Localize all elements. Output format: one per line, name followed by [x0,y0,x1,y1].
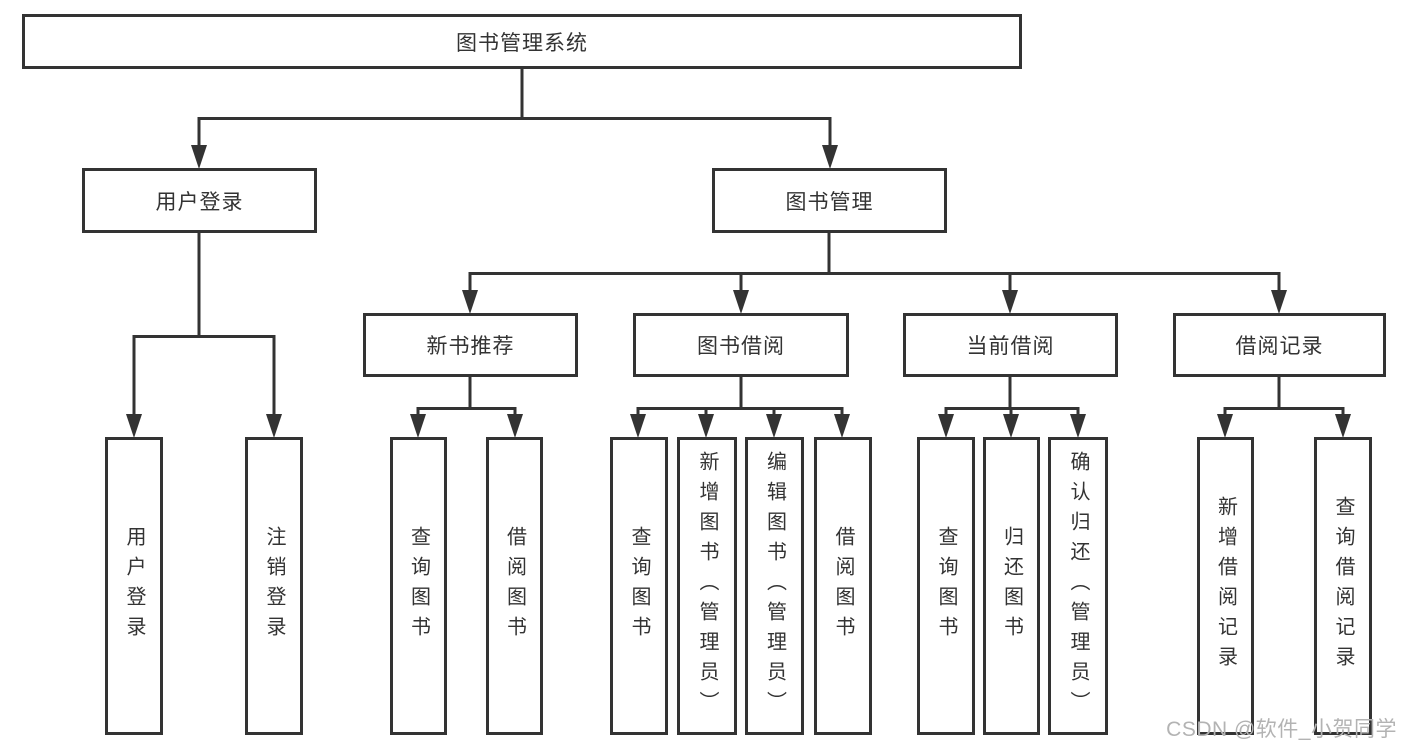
node-label: 查询借阅记录 [1332,496,1354,676]
arrowhead [1271,290,1287,314]
node-leaf-add-book-admin: 新增图书（管理员） [677,437,737,735]
node-label: 查询图书 [407,526,430,646]
node-leaf-query-book-recommend: 查询图书 [390,437,447,735]
arrowhead [733,290,749,314]
connector-book-management-to-level3 [468,233,1281,291]
connector-new-book-recommend-to-children [416,377,517,415]
node-label: 用户登录 [123,526,145,646]
node-label: 确认归还（管理员） [1067,451,1089,721]
arrowhead [266,414,282,438]
arrowhead [630,414,646,438]
node-user-login: 用户登录 [82,168,317,233]
node-label: 新增图书（管理员） [696,451,718,721]
node-label: 新书推荐 [426,335,515,358]
node-label: 编辑图书（管理员） [763,451,786,721]
arrowhead [410,414,426,438]
node-label: 新增借阅记录 [1214,496,1237,676]
node-leaf-query-book-current: 查询图书 [917,437,975,735]
connector-user-login-to-children [132,233,276,415]
node-leaf-query-book-borrow: 查询图书 [610,437,668,735]
node-label: 查询图书 [628,526,650,646]
node-leaf-borrow-book: 借阅图书 [814,437,872,735]
arrowhead [834,414,850,438]
arrowhead [766,414,782,438]
arrowhead [698,414,714,438]
node-book-borrow: 图书借阅 [633,313,849,377]
node-new-book-recommend: 新书推荐 [363,313,578,377]
arrowhead [1217,414,1233,438]
node-label: 查询图书 [935,526,957,646]
node-label: 借阅图书 [832,526,854,646]
arrowhead [1070,414,1086,438]
node-leaf-query-borrow-record: 查询借阅记录 [1314,437,1372,735]
node-book-management: 图书管理 [712,168,947,233]
node-label: 图书管理 [785,190,874,214]
node-leaf-logout: 注销登录 [245,437,303,735]
node-label: 用户登录 [155,190,244,214]
node-leaf-confirm-return-admin: 确认归还（管理员） [1048,437,1108,735]
arrowhead [1002,290,1018,314]
csdn-watermark: CSDN @软件_小贺同学 [1166,718,1397,741]
node-label: 归还图书 [1000,526,1023,646]
arrowhead [507,414,523,438]
connector-root-to-level2 [197,69,832,146]
arrowhead [1335,414,1351,438]
node-label: 图书借阅 [697,335,785,358]
node-leaf-add-borrow-record: 新增借阅记录 [1197,437,1254,735]
node-leaf-user-login: 用户登录 [105,437,163,735]
connector-borrow-records-to-children [1223,377,1345,415]
connector-current-borrow-to-children [944,377,1080,415]
node-label: 当前借阅 [966,335,1055,358]
arrowhead [191,145,207,169]
arrowhead [1003,414,1019,438]
node-leaf-borrow-book-recommend: 借阅图书 [486,437,543,735]
node-leaf-edit-book-admin: 编辑图书（管理员） [745,437,804,735]
arrowhead [938,414,954,438]
node-label: 图书管理系统 [456,31,588,55]
arrowhead [462,290,478,314]
node-borrow-records: 借阅记录 [1173,313,1386,377]
node-label: 借阅记录 [1235,335,1324,358]
node-leaf-return-book: 归还图书 [983,437,1040,735]
arrowhead [822,145,838,169]
node-label: 借阅图书 [503,526,526,646]
connector-book-borrow-to-children [636,377,844,415]
node-current-borrow: 当前借阅 [903,313,1118,377]
node-label: 注销登录 [263,526,285,646]
arrowhead [126,414,142,438]
node-root-library-system: 图书管理系统 [22,14,1022,69]
